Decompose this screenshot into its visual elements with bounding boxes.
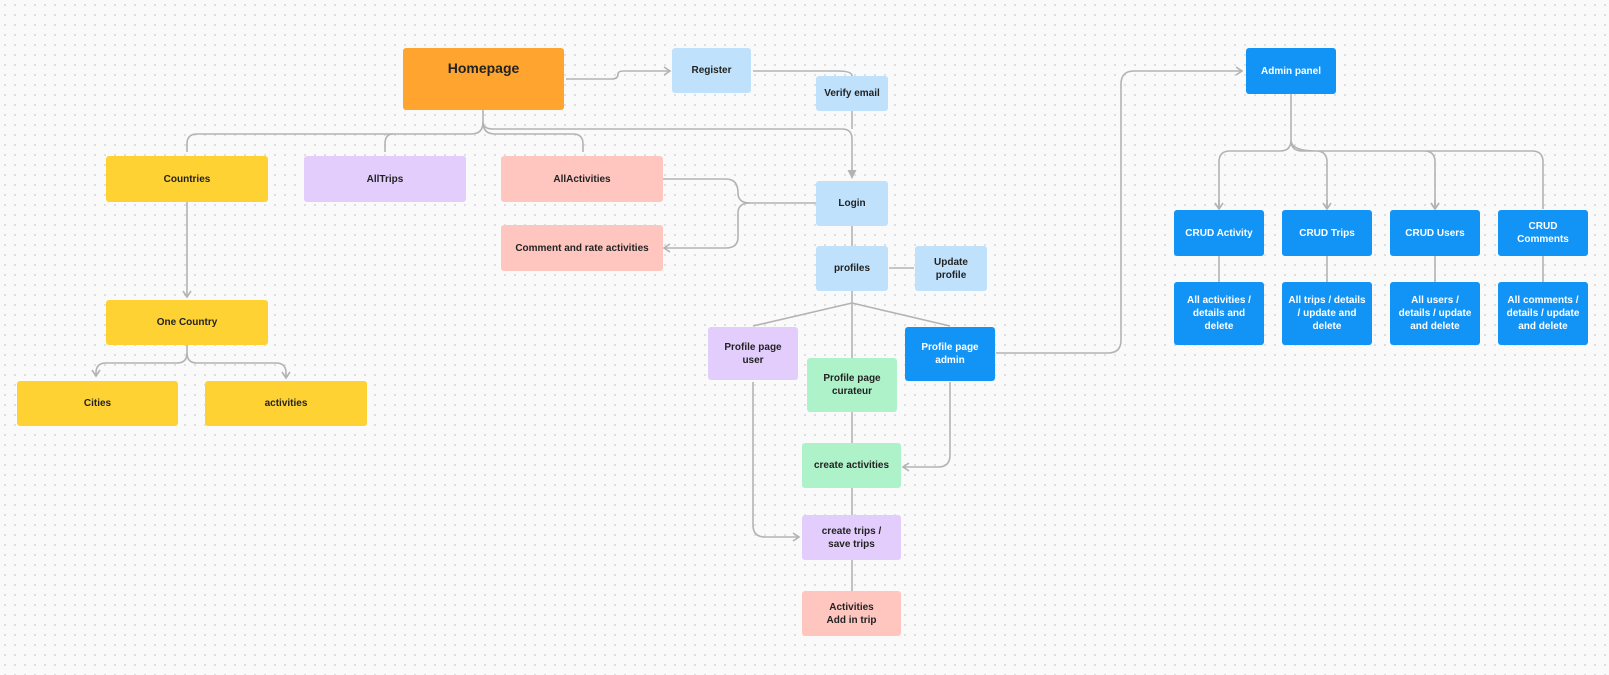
- cities-node[interactable]: Cities: [17, 381, 178, 426]
- activities-node[interactable]: activities: [205, 381, 367, 426]
- edge-homepage-alltrips: [384, 121, 584, 152]
- edge-homepage-register: [566, 66, 672, 80]
- edge-homepage-countries: [186, 110, 484, 152]
- profile-user-node[interactable]: Profile page user: [708, 327, 798, 380]
- edge-profileadmin-adminpanel: [996, 66, 1244, 354]
- all-activities-node[interactable]: All activities / details and delete: [1174, 282, 1264, 345]
- create-activities-node[interactable]: create activities: [802, 443, 901, 488]
- one-country-node[interactable]: One Country: [106, 300, 268, 345]
- edge-onecountry-activities: [186, 352, 291, 380]
- edge-register-verify: [753, 70, 853, 77]
- register-node[interactable]: Register: [672, 48, 751, 93]
- edge-profiles-split: [752, 291, 951, 358]
- all-trips-node[interactable]: All trips / details / update and delete: [1282, 282, 1372, 345]
- verify-email-node[interactable]: Verify email: [816, 76, 888, 111]
- edge-admin-create: [901, 382, 951, 472]
- homepage-node[interactable]: Homepage: [403, 48, 564, 110]
- edge-crud-all: [1218, 256, 1544, 282]
- all-users-node[interactable]: All users / details / update and delete: [1390, 282, 1480, 345]
- login-node[interactable]: Login: [816, 181, 888, 226]
- edge-homepage-login: [482, 121, 857, 179]
- admin-panel-node[interactable]: Admin panel: [1246, 48, 1336, 94]
- comment-rate-node[interactable]: Comment and rate activities: [501, 225, 663, 271]
- edge-adminpanel-crud: [1218, 94, 1544, 209]
- create-trips-node[interactable]: create trips / save trips: [802, 515, 901, 560]
- profile-curateur-node[interactable]: Profile page curateur: [807, 358, 897, 412]
- crud-users-node[interactable]: CRUD Users: [1390, 210, 1480, 256]
- crud-activity-node[interactable]: CRUD Activity: [1174, 210, 1264, 256]
- crud-trips-node[interactable]: CRUD Trips: [1282, 210, 1372, 256]
- all-comments-node[interactable]: All comments / details / update and dele…: [1498, 282, 1588, 345]
- profile-admin-node[interactable]: Profile page admin: [905, 327, 995, 381]
- update-profile-node[interactable]: Update profile: [915, 246, 987, 291]
- activities-add-node[interactable]: Activities Add in trip: [802, 591, 901, 636]
- alltrips-node[interactable]: AllTrips: [304, 156, 466, 202]
- crud-comments-node[interactable]: CRUD Comments: [1498, 210, 1588, 256]
- profiles-node[interactable]: profiles: [816, 246, 888, 291]
- edge-onecountry-cities: [91, 345, 188, 378]
- edge-login-allactivities: [663, 178, 816, 204]
- edge-user-trips: [752, 382, 801, 542]
- allactivities-node[interactable]: AllActivities: [501, 156, 663, 202]
- edge-login-comment: [662, 202, 751, 253]
- countries-node[interactable]: Countries: [106, 156, 268, 202]
